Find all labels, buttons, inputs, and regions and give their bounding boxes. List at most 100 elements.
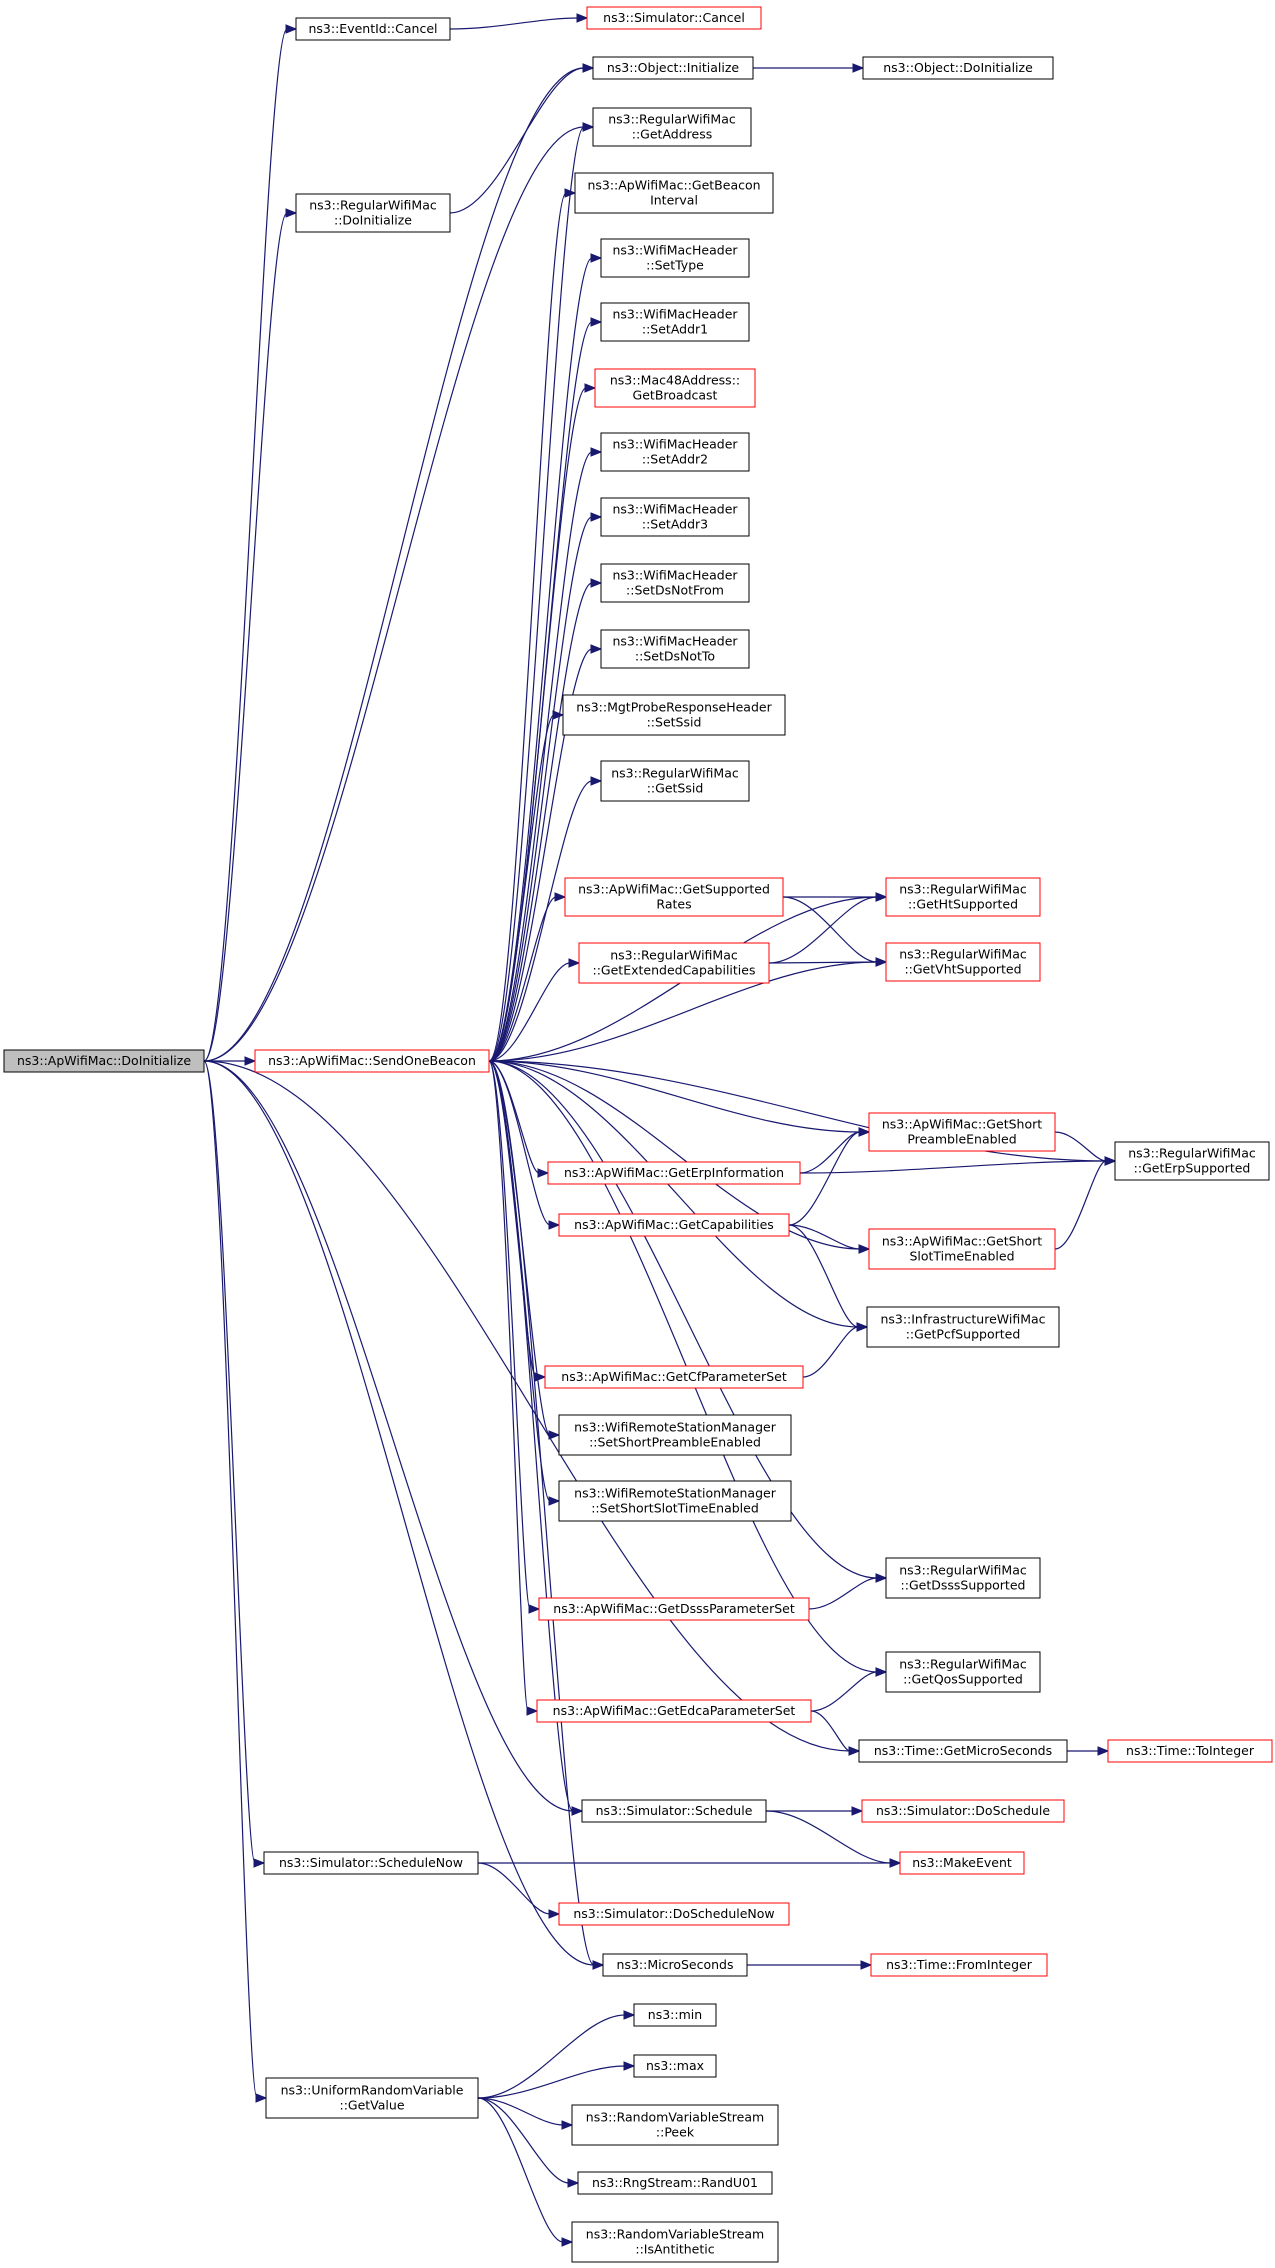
node-regularwifimac-getqossupported[interactable]: ns3::RegularWifiMac::GetQosSupported <box>885 1651 1041 1693</box>
node-wifimacheader-setdsnotto[interactable]: ns3::WifiMacHeader::SetDsNotTo <box>600 629 750 669</box>
node-wifimacheader-setaddr1[interactable]: ns3::WifiMacHeader::SetAddr1 <box>600 302 750 342</box>
arrowhead-icon <box>537 1168 550 1178</box>
node-regularwifimac-getssid[interactable]: ns3::RegularWifiMac::GetSsid <box>600 760 750 802</box>
node-regularwifimac-getaddress[interactable]: ns3::RegularWifiMac::GetAddress <box>592 107 752 147</box>
call-edge <box>788 1127 871 1226</box>
node-wifiremotestationmanager-setshortslottimeenabled[interactable]: ns3::WifiRemoteStationManager::SetShortS… <box>558 1480 792 1522</box>
node-apwifimac-getdsssparameterset[interactable]: ns3::ApWifiMac::GetDsssParameterSet <box>538 1597 810 1621</box>
node-label: ns3::Simulator::Cancel <box>603 10 745 25</box>
node-max[interactable]: ns3::max <box>633 2054 717 2078</box>
node-regularwifimac-doinitialize[interactable]: ns3::RegularWifiMac::DoInitialize <box>295 193 451 233</box>
call-edge <box>788 1224 869 1332</box>
node-label: ns3::WifiMacHeader <box>612 243 738 258</box>
node-randomvariablestream-isantithetic[interactable]: ns3::RandomVariableStream::IsAntithetic <box>571 2221 779 2263</box>
call-edge <box>477 1862 561 1919</box>
call-edge <box>203 1060 266 1868</box>
node-label: ::GetVhtSupported <box>904 962 1021 977</box>
node-label: ::SetAddr3 <box>642 517 708 532</box>
node-simulator-schedule[interactable]: ns3::Simulator::Schedule <box>581 1799 767 1823</box>
node-regularwifimac-getdssssupported[interactable]: ns3::RegularWifiMac::GetDsssSupported <box>885 1557 1041 1599</box>
node-label: ::SetDsNotFrom <box>626 583 724 598</box>
node-rngstream-randu01[interactable]: ns3::RngStream::RandU01 <box>577 2171 773 2195</box>
call-edge <box>477 2097 580 2188</box>
node-microseconds[interactable]: ns3::MicroSeconds <box>602 1953 748 1977</box>
arrowhead-icon <box>285 208 298 218</box>
arrowhead-icon <box>244 1056 257 1066</box>
node-infrastructurewifimac-getpcfsupported[interactable]: ns3::InfrastructureWifiMac::GetPcfSuppor… <box>866 1306 1060 1348</box>
node-label: ns3::Mac48Address:: <box>610 373 740 388</box>
node-time-getmicroseconds[interactable]: ns3::Time::GetMicroSeconds <box>858 1739 1068 1763</box>
node-label: ns3::ApWifiMac::DoInitialize <box>17 1053 191 1068</box>
node-label: ns3::max <box>646 2058 704 2073</box>
node-wifimacheader-setaddr3[interactable]: ns3::WifiMacHeader::SetAddr3 <box>600 497 750 537</box>
node-label: ::GetQosSupported <box>903 1672 1023 1687</box>
node-label: ns3::MgtProbeResponseHeader <box>576 700 772 715</box>
node-apwifimac-getcfparameterset[interactable]: ns3::ApWifiMac::GetCfParameterSet <box>544 1365 804 1389</box>
arrowhead-icon <box>858 1244 871 1254</box>
call-edge <box>488 1060 539 1716</box>
node-label: ns3::ApWifiMac::GetBeacon <box>587 178 760 193</box>
node-apwifimac-doinitialize[interactable]: ns3::ApWifiMac::DoInitialize <box>3 1049 205 1073</box>
node-min[interactable]: ns3::min <box>633 2003 717 2027</box>
arrowhead-icon <box>889 1858 902 1868</box>
node-apwifimac-geterpinformation[interactable]: ns3::ApWifiMac::GetErpInformation <box>547 1161 801 1185</box>
node-wifimacheader-setdsnotfrom[interactable]: ns3::WifiMacHeader::SetDsNotFrom <box>600 563 750 603</box>
node-label: ns3::Simulator::DoSchedule <box>876 1803 1050 1818</box>
call-edge <box>477 2010 636 2099</box>
arrowhead-icon <box>561 2237 574 2247</box>
node-time-tointeger[interactable]: ns3::Time::ToInteger <box>1107 1739 1273 1763</box>
node-wifimacheader-settype[interactable]: ns3::WifiMacHeader::SetType <box>600 238 750 278</box>
node-label: ns3::WifiMacHeader <box>612 502 738 517</box>
arrowhead-icon <box>568 958 581 968</box>
node-apwifimac-getedcaparameterset[interactable]: ns3::ApWifiMac::GetEdcaParameterSet <box>536 1699 812 1723</box>
call-edge <box>488 710 565 1062</box>
node-label: ::GetSsid <box>647 781 704 796</box>
node-wifiremotestationmanager-setshortpreambleenabled[interactable]: ns3::WifiRemoteStationManager::SetShortP… <box>558 1414 792 1456</box>
node-label: ns3::RegularWifiMac <box>610 948 738 963</box>
node-object-initialize[interactable]: ns3::Object::Initialize <box>592 56 754 80</box>
call-edge <box>810 1667 888 1712</box>
node-label: GetBroadcast <box>633 388 718 403</box>
arrowhead-icon <box>561 2120 574 2130</box>
arrowhead-icon <box>856 1322 869 1332</box>
node-label: ::SetShortSlotTimeEnabled <box>591 1501 759 1516</box>
arrowhead-icon <box>848 1746 861 1756</box>
node-label: ns3::Time::GetMicroSeconds <box>874 1743 1052 1758</box>
node-mac48address-getbroadcast[interactable]: ns3::Mac48Address::GetBroadcast <box>594 368 756 408</box>
node-simulator-doschedulenow[interactable]: ns3::Simulator::DoScheduleNow <box>558 1902 790 1926</box>
node-eventid-cancel[interactable]: ns3::EventId::Cancel <box>295 17 451 41</box>
node-label: ::SetDsNotTo <box>635 649 715 664</box>
node-makeevent[interactable]: ns3::MakeEvent <box>899 1851 1025 1875</box>
node-randomvariablestream-peek[interactable]: ns3::RandomVariableStream::Peek <box>571 2104 779 2146</box>
call-edge <box>766 1806 864 1816</box>
node-mgtproberesponseheader-setssid[interactable]: ns3::MgtProbeResponseHeader::SetSsid <box>562 694 786 736</box>
node-apwifimac-sendonebeacon[interactable]: ns3::ApWifiMac::SendOneBeacon <box>254 1049 490 1073</box>
node-label: ns3::RngStream::RandU01 <box>592 2175 758 2190</box>
arrowhead-icon <box>875 1667 888 1677</box>
call-edges <box>203 13 1117 2247</box>
arrowhead-icon <box>548 1430 561 1440</box>
node-simulator-doschedule[interactable]: ns3::Simulator::DoSchedule <box>861 1799 1065 1823</box>
arrowhead-icon <box>1104 1156 1117 1166</box>
call-edge <box>783 892 888 902</box>
node-apwifimac-getcapabilities[interactable]: ns3::ApWifiMac::GetCapabilities <box>558 1213 790 1237</box>
node-simulator-cancel[interactable]: ns3::Simulator::Cancel <box>586 6 762 30</box>
call-edge <box>203 1060 605 1970</box>
node-label: ns3::ApWifiMac::GetShort <box>882 1117 1042 1132</box>
node-regularwifimac-gethtsupported[interactable]: ns3::RegularWifiMac::GetHtSupported <box>885 877 1041 917</box>
node-regularwifimac-geterpsupported[interactable]: ns3::RegularWifiMac::GetErpSupported <box>1114 1141 1270 1181</box>
node-regularwifimac-getvhtsupported[interactable]: ns3::RegularWifiMac::GetVhtSupported <box>885 942 1041 982</box>
node-simulator-schedulenow[interactable]: ns3::Simulator::ScheduleNow <box>263 1851 479 1875</box>
node-label: ::GetHtSupported <box>908 897 1018 912</box>
node-regularwifimac-getextendedcapabilities[interactable]: ns3::RegularWifiMac::GetExtendedCapabili… <box>578 942 770 984</box>
node-wifimacheader-setaddr2[interactable]: ns3::WifiMacHeader::SetAddr2 <box>600 432 750 472</box>
call-edge <box>768 892 888 964</box>
node-object-doinitialize[interactable]: ns3::Object::DoInitialize <box>862 56 1054 80</box>
node-time-frominteger[interactable]: ns3::Time::FromInteger <box>870 1953 1048 1977</box>
node-uniformrandomvariable-getvalue[interactable]: ns3::UniformRandomVariable::GetValue <box>265 2077 479 2119</box>
